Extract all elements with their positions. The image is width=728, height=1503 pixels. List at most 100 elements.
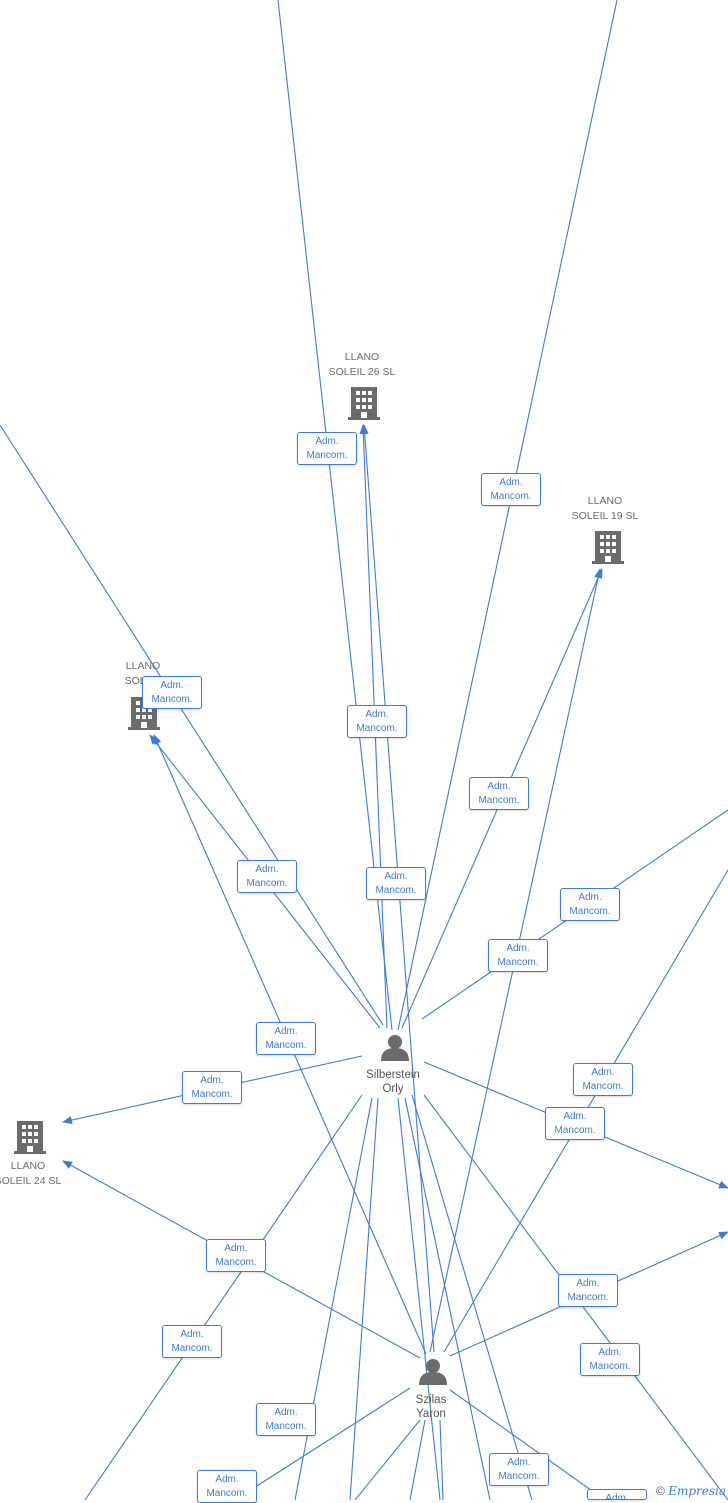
relation-label[interactable]: Adm. Mancom. — [347, 705, 407, 738]
company-name-line: LLANO — [125, 660, 161, 672]
relation-line1: Adm. — [274, 1026, 298, 1037]
company-name-llano-soleil-26[interactable]: LLANO SOLEIL 26 SL — [307, 350, 417, 380]
relation-line1: Adm. — [365, 709, 389, 720]
relation-line1: Adm. — [315, 436, 339, 447]
relation-line1: Adm. — [180, 1329, 204, 1340]
relation-line2: Mancom. — [246, 878, 288, 889]
company-name-line: SOLEIL 26 SL — [328, 366, 396, 378]
edge — [411, 1094, 533, 1500]
edge — [449, 1389, 606, 1500]
relation-line1: Adm. — [506, 943, 530, 954]
relation-label[interactable]: Adm. Mancom. — [206, 1239, 266, 1272]
company-name-llano-soleil-19[interactable]: LLANO SOLEIL 19 SL — [550, 494, 660, 524]
relation-line1: Adm. — [487, 781, 511, 792]
relation-line2: Mancom. — [497, 957, 539, 968]
company-name-llano-soleil-24[interactable]: LLANO SOLEIL 24 SL — [0, 1159, 83, 1189]
edge — [404, 1097, 491, 1500]
edge — [397, 0, 618, 1031]
edge — [349, 1097, 379, 1500]
relation-label[interactable]: Adm. Mancom. — [256, 1022, 316, 1055]
relation-line2: Mancom. — [569, 906, 611, 917]
edge — [409, 1419, 426, 1500]
relation-line2: Mancom. — [567, 1292, 609, 1303]
edge — [234, 1387, 411, 1500]
company-name-line: LLANO — [10, 1160, 46, 1172]
relation-label[interactable]: Adm. Mancom. — [182, 1071, 242, 1104]
building-icon — [348, 387, 380, 420]
person-icon — [381, 1035, 409, 1061]
relation-label[interactable]: Adm. Mancom. — [580, 1343, 640, 1376]
relation-line1: Adm. — [563, 1111, 587, 1122]
edge — [0, 424, 384, 1026]
relation-line1: Adm. — [200, 1075, 224, 1086]
relation-line1: Adm. — [507, 1457, 531, 1468]
relation-label[interactable]: Adm. Mancom. — [560, 888, 620, 921]
relation-line2: Mancom. — [478, 795, 520, 806]
relation-label[interactable]: Adm. — [587, 1489, 647, 1500]
relation-label[interactable]: Adm.Mancom. — [573, 1063, 633, 1096]
relation-line2: Mancom. — [151, 694, 193, 705]
edge — [84, 1094, 363, 1500]
edge — [397, 1097, 441, 1500]
edge — [439, 1419, 444, 1500]
person-name-szilas-yaron[interactable]: Szilas Yaron — [376, 1393, 486, 1421]
relation-label[interactable]: Adm. Mancom. — [488, 939, 548, 972]
relation-line1: Adm. — [224, 1243, 248, 1254]
relation-line1: Adm. — [384, 871, 408, 882]
person-name-line: Silberstein — [366, 1069, 420, 1081]
relation-line2: Mancom. — [498, 1471, 540, 1482]
relation-label[interactable]: Adm. Mancom. — [489, 1453, 549, 1486]
relation-line1: Adm. — [598, 1347, 622, 1358]
relation-line2: Mancom. — [375, 885, 417, 896]
relation-line1: Adm. — [578, 892, 602, 903]
relation-label[interactable]: Adm. Mancom. — [366, 867, 426, 900]
relation-label[interactable]: Adm. Mancom. — [256, 1403, 316, 1436]
relation-line2: Mancom. — [265, 1421, 307, 1432]
edge — [294, 1097, 373, 1500]
relation-label[interactable]: Adm. Mancom. — [545, 1107, 605, 1140]
person-name-silberstein-orly[interactable]: Silberstein Orly — [338, 1068, 448, 1096]
relation-label[interactable]: Adm. Mancom. — [558, 1274, 618, 1307]
person-name-line: Yaron — [416, 1408, 446, 1420]
relation-line1: Adm. — [499, 477, 523, 488]
relation-line2: Mancom. — [215, 1257, 257, 1268]
relation-line1: Adm. — [215, 1474, 239, 1485]
edge — [354, 1419, 421, 1500]
relation-line2: Mancom. — [191, 1089, 233, 1100]
copyright-icon: © — [656, 1484, 665, 1498]
relation-label[interactable]: Adm.Mancom. — [297, 432, 357, 465]
relation-line2: Mancom. — [490, 491, 532, 502]
relation-line2: Mancom. — [582, 1081, 624, 1092]
person-name-line: Szilas — [415, 1394, 447, 1406]
relation-line2: Mancom. — [589, 1361, 631, 1372]
brand-logo: Empresia — [668, 1484, 726, 1498]
company-name-line: LLANO — [587, 495, 623, 507]
person-icon — [419, 1359, 447, 1385]
company-name-line: SOLEIL 19 SL — [571, 510, 639, 522]
relation-label[interactable]: Adm. Mancom. — [481, 473, 541, 506]
building-icon — [14, 1121, 46, 1154]
edge — [277, 0, 393, 1031]
relation-label[interactable]: Adm. Mancom. — [237, 860, 297, 893]
relation-line1: Adm. — [576, 1278, 600, 1289]
relation-line1: Adm. — [605, 1493, 629, 1500]
relation-label[interactable]: Adm. Mancom. — [162, 1325, 222, 1358]
company-name-line: SOLEIL 24 SL — [0, 1175, 62, 1187]
relation-line2: Mancom. — [206, 1488, 248, 1499]
relation-line2: Mancom. — [356, 723, 398, 734]
relation-line1: Adm. — [255, 864, 279, 875]
relation-line2: Mancom. — [265, 1040, 307, 1051]
person-name-line: Orly — [382, 1083, 404, 1095]
relation-line1: Adm. — [160, 680, 184, 691]
relation-label[interactable]: Adm. Mancom. — [197, 1470, 257, 1503]
relation-line2: Mancom. — [171, 1343, 213, 1354]
relation-line1: Adm. — [274, 1407, 298, 1418]
relation-label[interactable]: Adm. Mancom. — [469, 777, 529, 810]
relation-label[interactable]: Adm. Mancom. — [142, 676, 202, 709]
relation-line2: Mancom. — [554, 1125, 596, 1136]
company-name-line: LLANO — [344, 351, 380, 363]
footer-brand: © Empresia — [656, 1484, 726, 1498]
building-icon — [592, 531, 624, 564]
